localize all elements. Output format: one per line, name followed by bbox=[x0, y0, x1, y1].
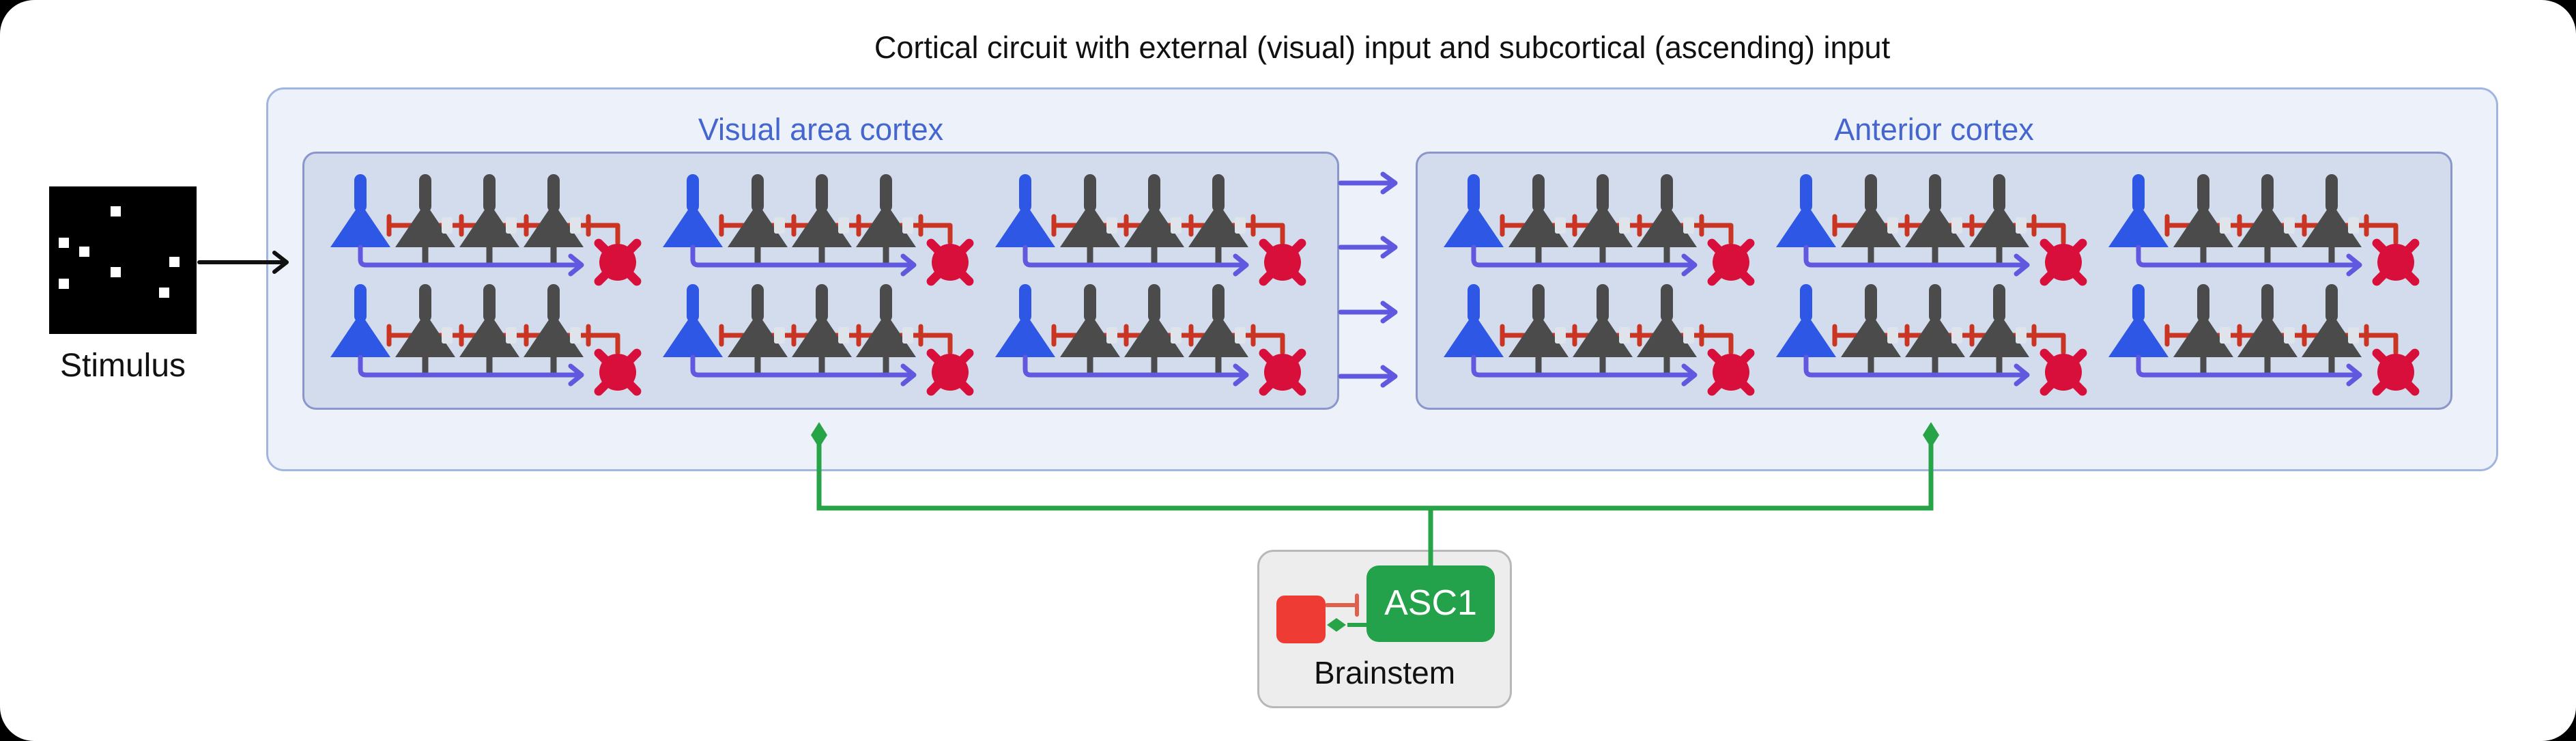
stimulus-dot bbox=[59, 279, 70, 290]
stimulus-dot bbox=[158, 288, 169, 298]
stimulus-dot bbox=[110, 266, 121, 277]
asc1-nucleus: ASC1 bbox=[1366, 565, 1495, 642]
stimulus-dot bbox=[169, 256, 180, 267]
brainstem-inhibitory-node bbox=[1276, 596, 1326, 643]
anterior-cortex-box bbox=[1416, 152, 2452, 410]
brainstem-label: Brainstem bbox=[1313, 655, 1456, 690]
visual-area-cortex-box bbox=[302, 152, 1339, 410]
anterior-cortex-label: Anterior cortex bbox=[1834, 112, 2034, 147]
stimulus-image bbox=[49, 186, 197, 334]
stimulus-label: Stimulus bbox=[59, 348, 186, 384]
stimulus-dot bbox=[110, 206, 121, 217]
figure-title: Cortical circuit with external (visual) … bbox=[874, 30, 1891, 65]
stimulus-dot bbox=[79, 246, 90, 257]
stimulus-dot bbox=[59, 237, 70, 248]
visual-area-cortex-label: Visual area cortex bbox=[698, 112, 944, 147]
